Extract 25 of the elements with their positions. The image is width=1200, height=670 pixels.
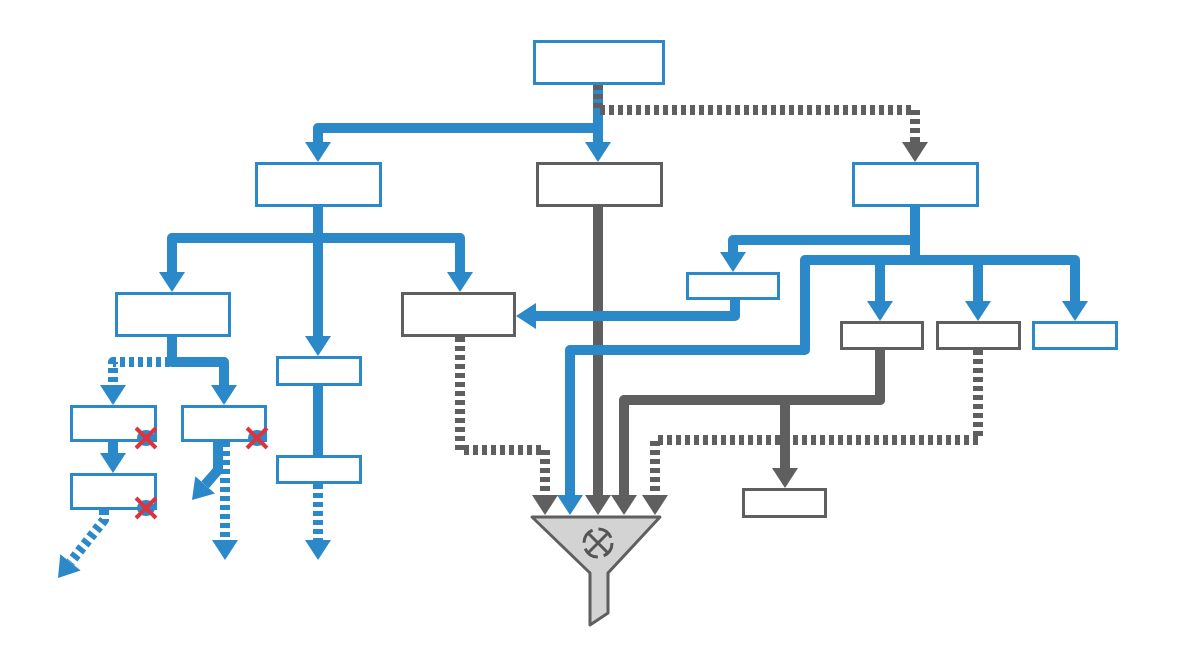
process-box bbox=[840, 321, 924, 350]
process-box bbox=[536, 162, 663, 207]
process-box bbox=[686, 272, 780, 300]
process-box bbox=[936, 321, 1021, 350]
arrow bbox=[305, 484, 331, 560]
arrow bbox=[212, 442, 238, 560]
process-box bbox=[1032, 321, 1118, 350]
process-box bbox=[852, 162, 979, 207]
arrow bbox=[593, 85, 928, 162]
process-box bbox=[276, 356, 362, 386]
process-box bbox=[276, 455, 362, 484]
arrow bbox=[585, 207, 611, 515]
process-box bbox=[533, 40, 665, 85]
arrow bbox=[192, 442, 223, 500]
arrow bbox=[642, 350, 983, 515]
process-box bbox=[742, 488, 827, 518]
process-box bbox=[70, 405, 157, 442]
process-box bbox=[70, 473, 157, 510]
arrow bbox=[58, 510, 109, 578]
arrow bbox=[455, 337, 558, 515]
process-box bbox=[255, 162, 382, 207]
process-box bbox=[401, 292, 516, 337]
arrow bbox=[516, 300, 740, 329]
process-box bbox=[115, 292, 231, 337]
process-box bbox=[181, 405, 267, 442]
